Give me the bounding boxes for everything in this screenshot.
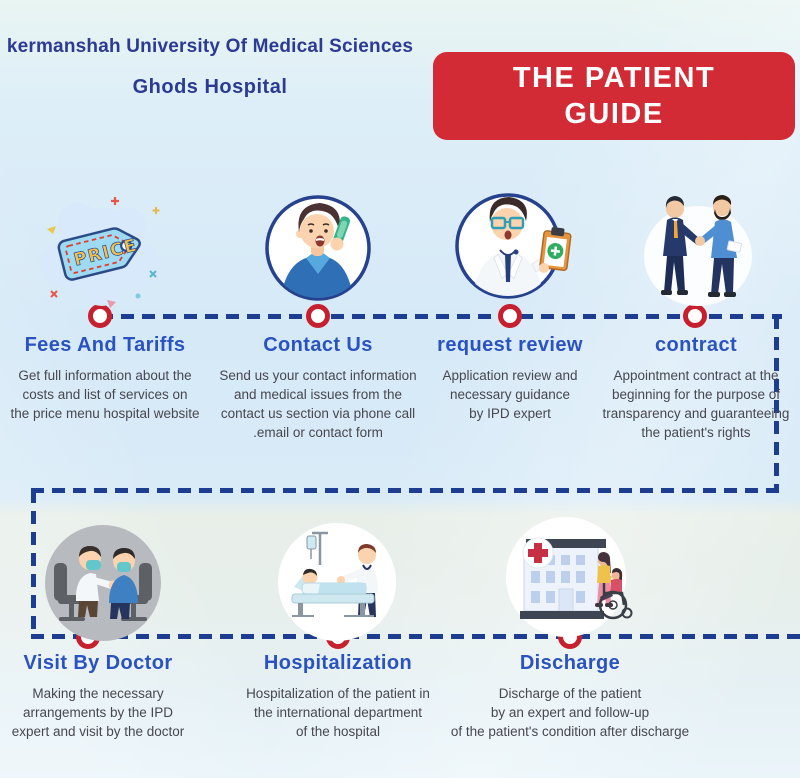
face [491, 208, 523, 240]
price-tag-icon: PRICE [38, 192, 170, 314]
step-title: contract [654, 334, 738, 356]
step-title: Discharge [519, 652, 621, 674]
step-visit-by-doctor: Visit By Doctor Making the necessary arr… [0, 652, 196, 741]
timeline-node-4 [683, 304, 707, 328]
handshake-hands [695, 236, 705, 246]
blanket [318, 583, 366, 594]
step-discharge: Discharge Discharge of the patient by an… [420, 652, 720, 741]
doctor-patient-visit-icon [41, 521, 165, 645]
door [558, 588, 574, 612]
sparkle-decorations [47, 197, 160, 308]
doctor-clipboard-icon [452, 188, 584, 302]
banner-line-1: THE PATIENT [512, 61, 716, 94]
step-description: Making the necessary arrangements by the… [11, 686, 185, 739]
face-mask [86, 560, 101, 570]
step-fees-and-tariffs: Fees And Tariffs Get full information ab… [0, 334, 210, 423]
hospital-bed-icon [274, 519, 400, 645]
iv-pole [312, 531, 328, 565]
patient [109, 548, 138, 619]
hospital-name: Ghods Hospital [132, 76, 288, 98]
step-description: Hospitalization of the patient in the in… [246, 686, 430, 739]
timeline-node-2 [306, 304, 330, 328]
banner-line-2: GUIDE [564, 98, 664, 130]
step-title: Contact Us [263, 334, 373, 356]
university-name: kermanshah University Of Medical Science… [6, 36, 414, 57]
wheelchair-group [595, 552, 633, 620]
tie [505, 254, 511, 282]
step-request-review: request review Application review and ne… [405, 334, 615, 423]
green-phone [333, 216, 351, 244]
step-title: Hospitalization [263, 652, 413, 674]
handshake-icon [622, 182, 772, 322]
step-hospitalization: Hospitalization Hospitalization of the p… [226, 652, 450, 741]
hair [298, 203, 340, 232]
iv-bag [306, 535, 317, 550]
step-description: Send us your contact information and med… [219, 368, 417, 440]
face-mask [117, 562, 131, 572]
timeline-node-1 [88, 304, 112, 328]
businessman-left [661, 196, 700, 295]
step-description: Appointment contract at the beginning fo… [602, 368, 790, 440]
clipboard [539, 227, 572, 271]
hospital-building [520, 537, 606, 619]
stethoscope [362, 564, 372, 570]
shirt [280, 258, 354, 298]
timeline-top-line [100, 314, 782, 319]
step-description: Application review and necessary guidanc… [442, 368, 578, 421]
timeline-middle-line [31, 488, 779, 493]
doctor [75, 546, 118, 617]
timeline-left-line [31, 490, 36, 638]
hair [489, 197, 527, 222]
step-contact-us: Contact Us Send us your contact informat… [212, 334, 424, 442]
step-contract: contract Appointment contract at the beg… [580, 334, 800, 442]
hospital-wheelchair-icon [500, 513, 636, 645]
timeline-node-3 [498, 304, 522, 328]
doctor [337, 544, 378, 617]
timeline-bottom-line [31, 634, 800, 639]
chairs [54, 563, 152, 621]
hand [539, 263, 549, 273]
timeline-right-line [774, 316, 779, 492]
step-title: request review [437, 334, 583, 356]
step-description: Get full information about the costs and… [10, 368, 200, 421]
red-cross [528, 543, 548, 563]
patient-guide-banner: THE PATIENT GUIDE [433, 52, 795, 140]
step-description: Discharge of the patient by an expert an… [450, 686, 690, 739]
beard [714, 208, 731, 220]
face [300, 214, 334, 248]
step-title: Fees And Tariffs [24, 334, 186, 356]
step-title: Visit By Doctor [23, 652, 173, 674]
tag-hole [120, 239, 133, 252]
person-phone-icon [262, 192, 374, 304]
hand [330, 237, 344, 251]
businessman-right [695, 195, 742, 297]
bed [291, 568, 375, 617]
